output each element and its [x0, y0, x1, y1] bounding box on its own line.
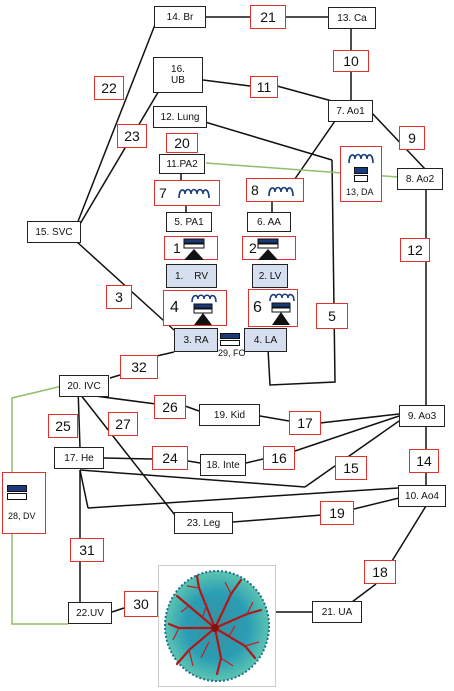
node-ao1: 7. Ao1 — [328, 100, 373, 122]
node-kid: 19. Kid — [199, 404, 260, 426]
node-ua: 21. UA — [312, 601, 362, 623]
node-ao2: 8. Ao2 — [397, 168, 443, 190]
pulmonary-valve-icon — [183, 238, 205, 260]
placenta-vessels-icon — [164, 570, 270, 682]
da-coil-icon — [348, 153, 374, 164]
num-4-valve: 4 — [163, 290, 227, 326]
num-8-coil: 8 — [246, 178, 304, 202]
node-inte: 18. Inte — [200, 454, 246, 476]
num-25: 25 — [48, 414, 78, 438]
num-11: 11 — [250, 76, 278, 98]
num-1: 1 — [173, 240, 181, 256]
num-1-valve: 1 — [164, 236, 218, 260]
mitral-valve-icon — [269, 293, 295, 325]
aa-coil-icon — [268, 186, 294, 197]
num-31: 31 — [70, 538, 104, 562]
dv-label: 28, DV — [8, 511, 36, 521]
pa-coil-icon — [178, 188, 210, 199]
ub-num: 16. — [171, 64, 185, 75]
node-br: 14. Br — [154, 6, 206, 28]
dv-valve-icon — [7, 485, 27, 500]
num-16: 16 — [263, 446, 295, 470]
node-aa: 6. AA — [247, 212, 291, 232]
num-9: 9 — [399, 126, 425, 150]
num-8: 8 — [251, 182, 259, 198]
node-lv: 2. LV — [252, 264, 288, 288]
num-7: 7 — [159, 185, 167, 201]
node-ao4: 10. Ao4 — [398, 485, 446, 507]
num-14: 14 — [409, 449, 439, 473]
num-20: 20 — [166, 133, 198, 153]
da-valve-icon — [354, 167, 368, 182]
da-label: 13, DA — [346, 187, 374, 197]
num-19: 19 — [320, 501, 354, 525]
num-5: 5 — [316, 303, 348, 329]
node-ra: 3. RA — [174, 328, 218, 352]
node-ao3: 9. Ao3 — [399, 405, 445, 427]
num-17: 17 — [289, 411, 321, 435]
num-2: 2 — [249, 240, 257, 256]
num-4: 4 — [170, 299, 179, 316]
node-leg: 23. Leg — [174, 512, 233, 534]
node-uv: 22.UV — [68, 602, 112, 624]
tricuspid-valve-icon — [191, 294, 217, 325]
num-24: 24 — [152, 446, 188, 470]
num-12: 12 — [400, 238, 430, 262]
num-18: 18 — [364, 560, 396, 584]
ub-label: UB — [171, 75, 185, 86]
da-shunt-box: 13, DA — [340, 146, 382, 202]
rv-label: RV — [194, 270, 208, 282]
node-ca: 13. Ca — [328, 7, 376, 29]
dv-shunt-box: 28, DV — [2, 472, 46, 534]
fo-valve-icon — [220, 333, 240, 346]
node-ivc: 20. IVC — [59, 375, 109, 397]
num-32: 32 — [120, 355, 158, 379]
node-svc: 15. SVC — [27, 221, 81, 243]
num-2-valve: 2 — [242, 236, 296, 260]
num-26: 26 — [154, 395, 186, 419]
num-23: 23 — [117, 124, 147, 148]
num-6-valve: 6 — [248, 289, 298, 327]
rv-num: 1. — [175, 270, 184, 282]
num-6: 6 — [253, 299, 262, 316]
fo-label: 29, FO — [218, 348, 246, 358]
num-22: 22 — [94, 76, 124, 100]
node-pa1: 5. PA1 — [166, 212, 212, 232]
node-ub: 16. UB — [153, 57, 203, 93]
num-10: 10 — [333, 50, 369, 72]
node-lung: 12. Lung — [153, 106, 207, 128]
num-27: 27 — [108, 412, 138, 436]
num-3: 3 — [106, 285, 132, 309]
node-la: 4. LA — [244, 328, 287, 352]
num-7-coil: 7 — [154, 180, 220, 206]
node-pa2: 11.PA2 — [159, 154, 205, 174]
num-21: 21 — [250, 5, 286, 29]
placenta-image — [158, 565, 276, 687]
node-he: 17. He — [54, 447, 104, 469]
num-30: 30 — [124, 591, 158, 617]
aortic-valve-icon — [257, 238, 279, 260]
node-rv: 1. RV — [166, 264, 217, 288]
num-15: 15 — [335, 456, 367, 480]
